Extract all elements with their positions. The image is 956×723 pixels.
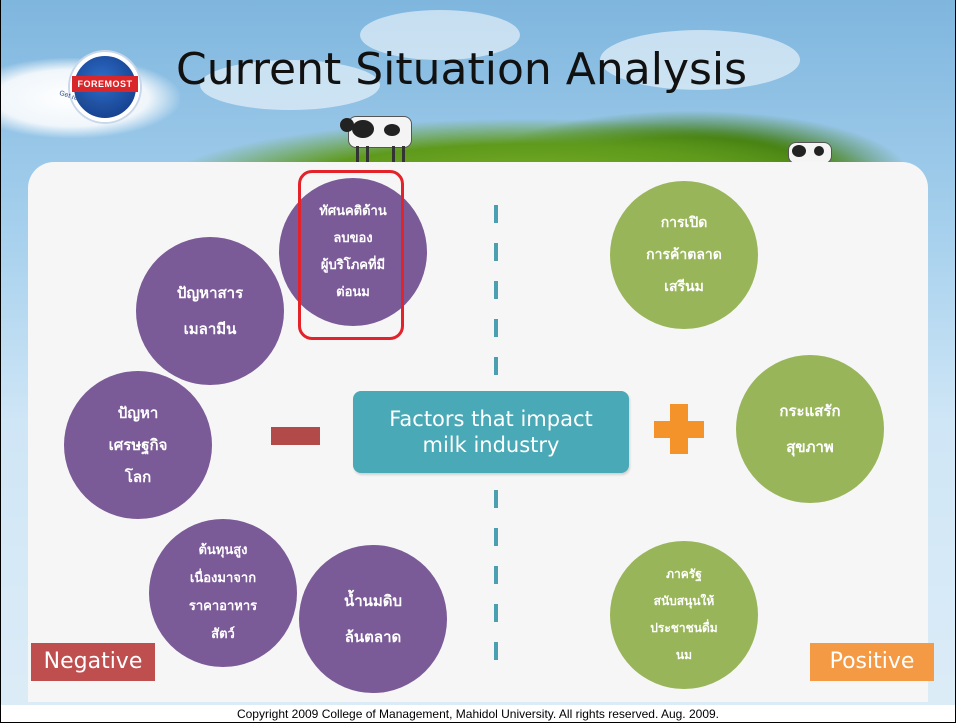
highlight-box (298, 170, 404, 340)
factor-line: โลก (124, 468, 152, 486)
factor-line: สัตว์ (211, 627, 235, 642)
factor-health-trend: กระแสรัก สุขภาพ (736, 355, 884, 503)
factor-economy: ปัญหา เศรษฐกิจ โลก (64, 371, 212, 519)
factor-feed-cost: ต้นทุนสูง เนื่องมาจาก ราคาอาหาร สัตว์ (149, 519, 297, 667)
factor-line: ผู้บริโภคที่มี (320, 258, 386, 273)
factor-line: ต่อนม (336, 285, 370, 300)
factor-line: ประชาชนดื่ม (650, 621, 718, 635)
factor-free-trade: การเปิด การค้าตลาด เสรีนม (610, 181, 758, 329)
factor-line: ปัญหาสาร (176, 284, 244, 302)
factor-line: นม (675, 648, 693, 662)
factor-line: ทัศนคติด้าน (319, 204, 387, 219)
cow-icon (340, 112, 420, 172)
factor-line: ราคาอาหาร (188, 599, 258, 614)
factor-line: ปัญหา (117, 404, 159, 422)
cloud (200, 60, 380, 110)
factor-line: สุขภาพ (786, 438, 834, 456)
cloud (360, 10, 520, 60)
minus-icon (271, 427, 320, 445)
divider-dash (494, 205, 498, 223)
factor-line: น้ำนมดิบ (343, 592, 403, 610)
factor-line: เนื่องมาจาก (189, 571, 257, 586)
logo-text: FOREMOST (72, 76, 138, 92)
factor-line: สนับสนุนให้ (653, 594, 715, 608)
copyright-footer: Copyright 2009 College of Management, Ma… (0, 705, 956, 723)
factor-line: เศรษฐกิจ (108, 436, 168, 454)
negative-label: Negative (31, 643, 155, 681)
factor-line: การค้าตลาด (646, 247, 722, 263)
factor-raw-milk-oversupply: น้ำนมดิบ ล้นตลาด (299, 545, 447, 693)
page-title: Current Situation Analysis (176, 44, 748, 95)
divider-dash (494, 642, 498, 660)
factor-line: กระแสรัก (779, 402, 841, 420)
center-topic-line: milk industry (422, 433, 560, 457)
divider-dash (494, 357, 498, 375)
factor-line: ภาครัฐ (666, 567, 702, 581)
factor-line: เสรีนม (664, 279, 704, 295)
plus-icon (670, 404, 688, 454)
divider-dash (494, 319, 498, 337)
factor-line: ต้นทุนสูง (198, 543, 248, 558)
center-topic-box: Factors that impact milk industry (353, 391, 629, 473)
divider-dash (494, 281, 498, 299)
cow-icon (780, 140, 840, 180)
factor-line: การเปิด (660, 215, 708, 231)
divider-dash (494, 528, 498, 546)
divider-dash (494, 604, 498, 622)
factor-government-support: ภาครัฐ สนับสนุนให้ ประชาชนดื่ม นม (610, 541, 758, 689)
factor-line: ลบของ (333, 231, 373, 246)
divider-dash (494, 566, 498, 584)
foremost-logo: FOREMOST (70, 52, 140, 122)
center-topic-line: Factors that impact (389, 407, 593, 431)
divider-dash (494, 243, 498, 261)
factor-line: ล้นตลาด (344, 628, 402, 646)
factor-line: เมลามีน (183, 320, 237, 338)
divider-dash (494, 490, 498, 508)
positive-label: Positive (810, 643, 934, 681)
cloud (600, 30, 800, 90)
factor-melamine: ปัญหาสาร เมลามีน (136, 237, 284, 385)
